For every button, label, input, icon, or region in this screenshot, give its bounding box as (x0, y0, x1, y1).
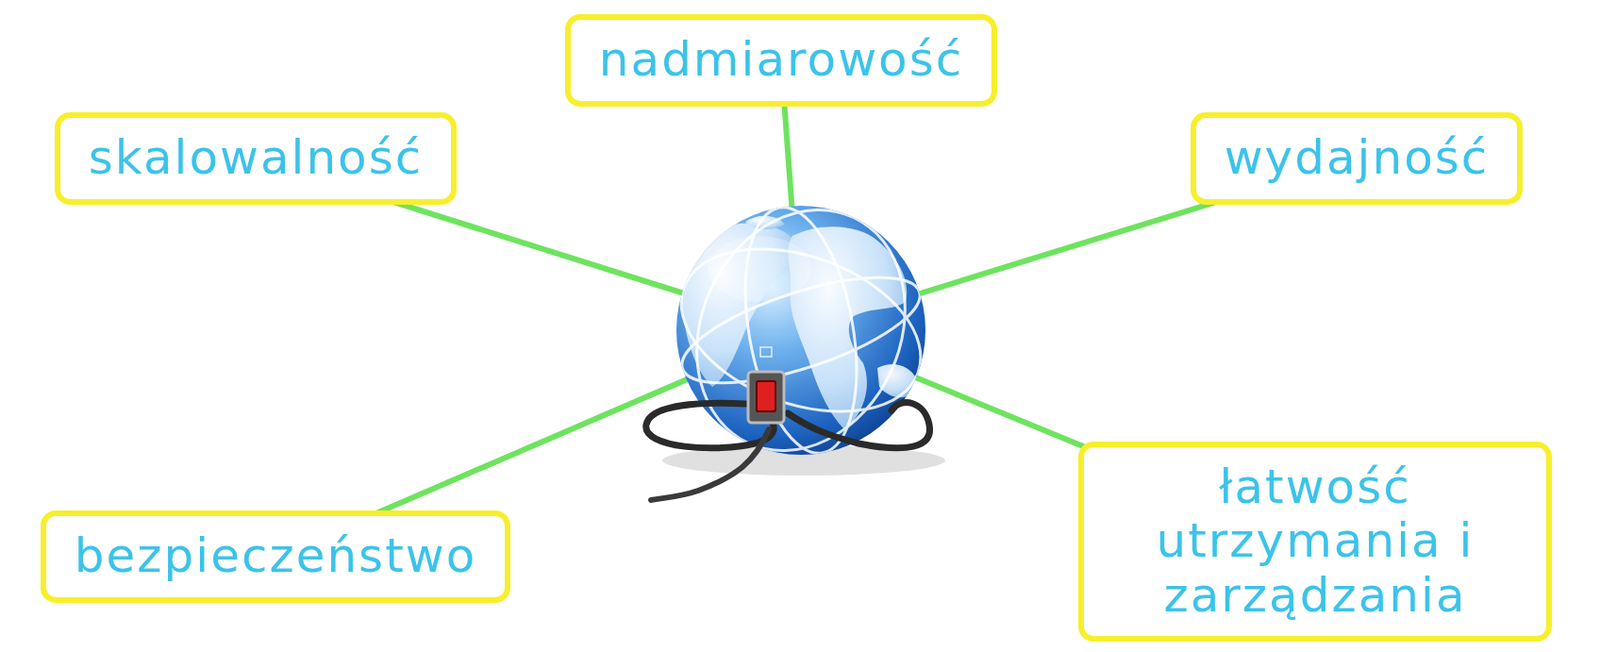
continents (681, 216, 920, 430)
cable (650, 429, 769, 500)
feature-box: łatwość utrzymania i zarządzania (1078, 441, 1552, 643)
plug (756, 381, 776, 412)
feature-label: nadmiarowość (599, 33, 964, 88)
feature-label: łatwość utrzymania i zarządzania (1112, 460, 1518, 624)
feature-box: skalowalność (54, 112, 458, 205)
feature-box: bezpieczeństwo (40, 510, 511, 603)
feature-box: wydajność (1190, 112, 1524, 205)
network-socket (748, 371, 784, 423)
feature-label: skalowalność (88, 131, 424, 186)
globe-highlight (707, 235, 812, 302)
globe-grid (658, 175, 944, 485)
feature-box: nadmiarowość (565, 14, 998, 107)
network-icon (760, 347, 772, 357)
feature-label: wydajność (1224, 131, 1490, 186)
feature-label: bezpieczeństwo (74, 529, 477, 584)
cable (787, 402, 931, 449)
